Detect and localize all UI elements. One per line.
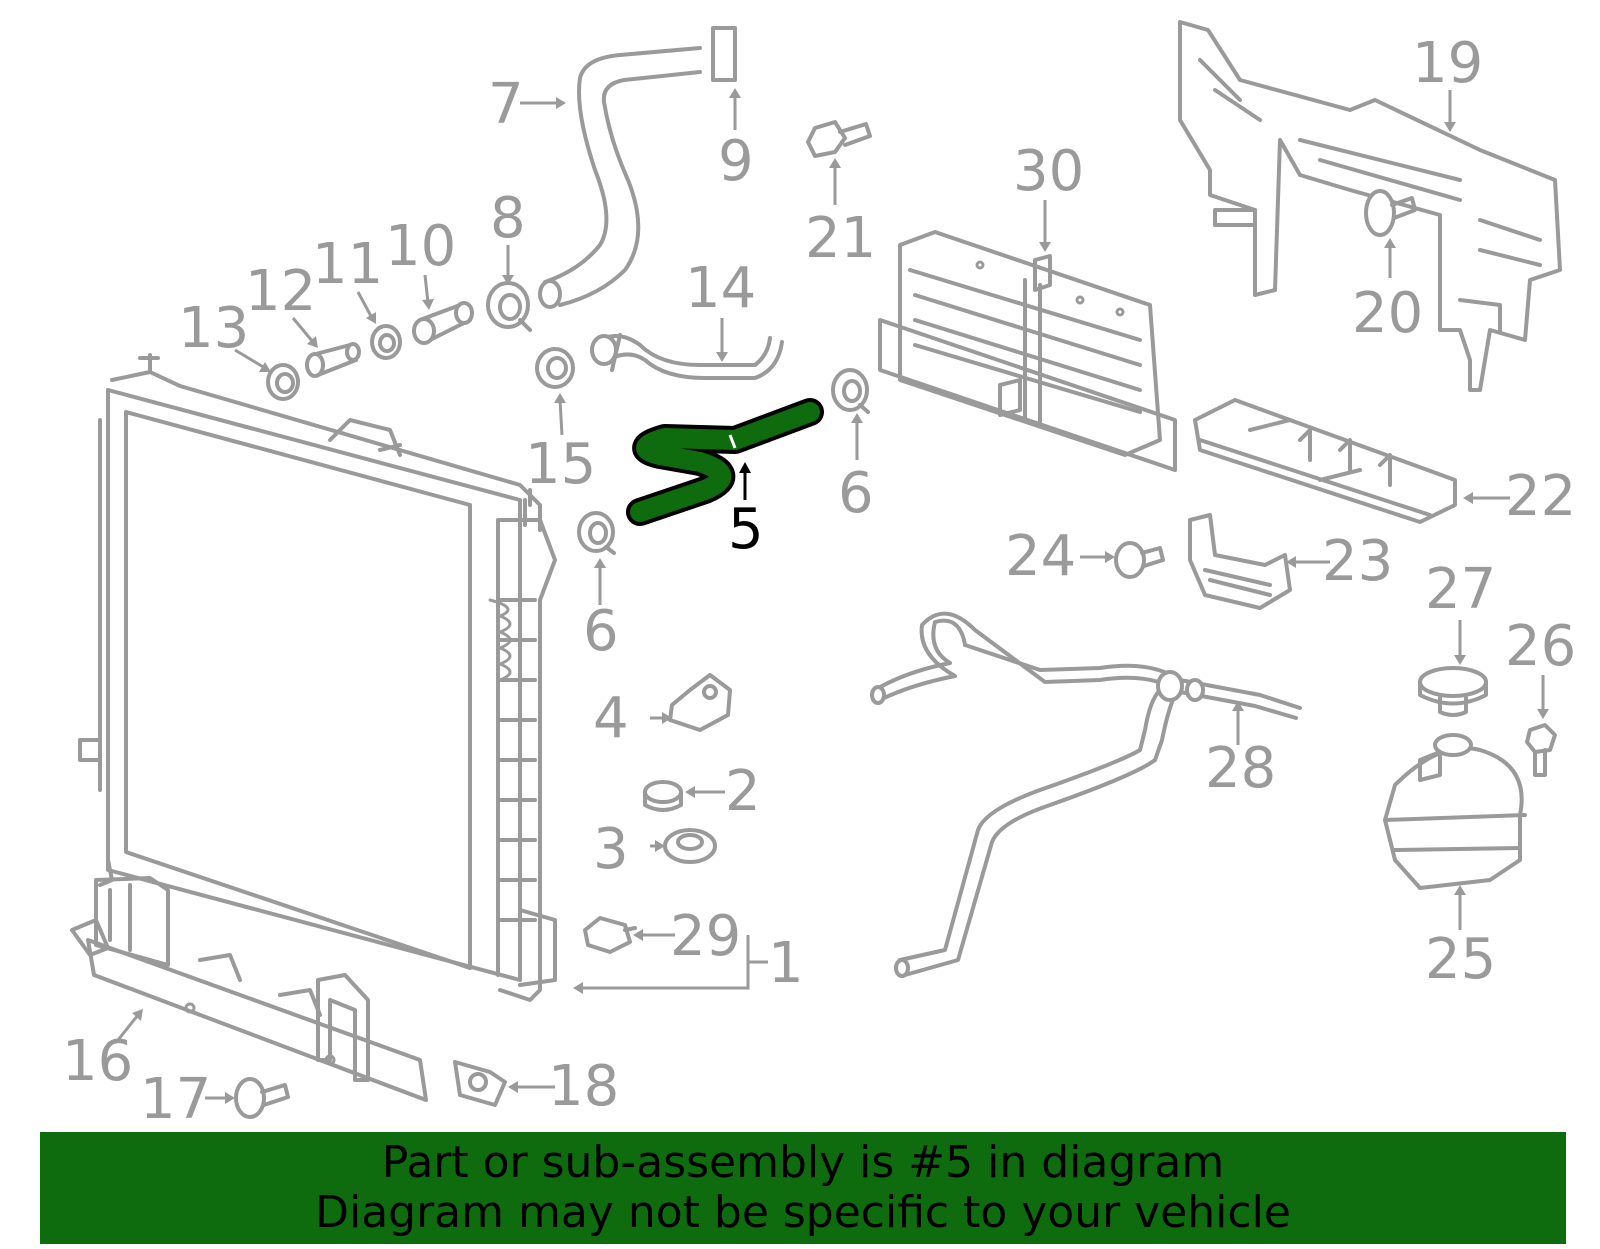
callout-21: 21: [805, 206, 876, 271]
callout-25: 25: [1425, 927, 1496, 992]
callout-10: 10: [385, 214, 456, 279]
callout-1: 1: [768, 931, 804, 996]
hose-28-drawing[interactable]: [870, 611, 1302, 978]
callout-30: 30: [1013, 139, 1084, 204]
clamp-6-upper-drawing[interactable]: [831, 368, 870, 414]
insulator-3-drawing[interactable]: [663, 828, 717, 864]
info-banner: Part or sub-assembly is #5 in diagram Di…: [40, 1132, 1566, 1244]
insulator-2-drawing[interactable]: [643, 780, 683, 812]
clip-20-drawing[interactable]: [1364, 189, 1417, 237]
hose-14-drawing[interactable]: [590, 333, 784, 380]
callout-8: 8: [490, 186, 526, 251]
bracket-4-drawing[interactable]: [668, 673, 732, 732]
callout-26: 26: [1505, 614, 1576, 679]
callout-15: 15: [525, 432, 596, 497]
callout-labels: 7 9 21 8 10 11 12 13 14 15 6 6 5 30 19 2…: [62, 31, 1576, 1132]
retainer-18-drawing[interactable]: [453, 1060, 507, 1107]
callout-29: 29: [670, 904, 741, 969]
callout-20: 20: [1352, 281, 1423, 346]
callout-11: 11: [312, 232, 383, 297]
clip-24-drawing[interactable]: [1114, 541, 1165, 579]
callout-19: 19: [1412, 31, 1483, 96]
callout-27: 27: [1425, 557, 1496, 622]
callout-18: 18: [548, 1054, 619, 1119]
callout-9: 9: [718, 129, 754, 194]
callout-2: 2: [725, 759, 761, 824]
bracket-23-drawing[interactable]: [1188, 513, 1292, 610]
callout-16: 16: [62, 1029, 133, 1094]
clip-17-drawing[interactable]: [234, 1077, 290, 1119]
radiator-drawing[interactable]: [78, 353, 557, 1002]
sensor-29-drawing[interactable]: [583, 916, 637, 954]
cap-27-drawing[interactable]: [1418, 666, 1488, 717]
leader-lines: [116, 88, 1549, 1104]
reservoir-25-drawing[interactable]: [1383, 733, 1527, 890]
callout-22: 22: [1505, 464, 1576, 529]
lower-support-drawing[interactable]: [70, 876, 428, 1102]
callout-6-lower: 6: [583, 599, 619, 664]
fittings-drawing[interactable]: [266, 281, 575, 401]
hose-5-fill: [630, 402, 820, 522]
upper-bracket-drawing[interactable]: [1178, 20, 1562, 392]
bolt-21-drawing[interactable]: [806, 120, 872, 158]
banner-line-2: Diagram may not be specific to your vehi…: [315, 1187, 1291, 1238]
callout-17: 17: [140, 1067, 211, 1132]
callout-3: 3: [593, 817, 629, 882]
callout-28: 28: [1205, 736, 1276, 801]
callout-12: 12: [245, 259, 316, 324]
callout-4: 4: [593, 686, 629, 751]
air-shutter-drawing[interactable]: [878, 230, 1177, 472]
hose-7-drawing[interactable]: [538, 26, 737, 309]
banner-line-1: Part or sub-assembly is #5 in diagram: [381, 1137, 1225, 1188]
callout-7: 7: [488, 72, 524, 137]
callout-14: 14: [685, 256, 756, 321]
callout-24: 24: [1005, 524, 1076, 589]
callout-6-upper: 6: [838, 461, 874, 526]
deflector-22-drawing[interactable]: [1193, 398, 1457, 524]
clamp-6-lower-drawing[interactable]: [577, 511, 616, 555]
callout-23: 23: [1322, 529, 1393, 594]
bolt-26-drawing[interactable]: [1525, 723, 1557, 777]
hose-5-highlighted[interactable]: [626, 398, 824, 526]
callout-5: 5: [728, 497, 764, 562]
callout-13: 13: [178, 296, 249, 361]
